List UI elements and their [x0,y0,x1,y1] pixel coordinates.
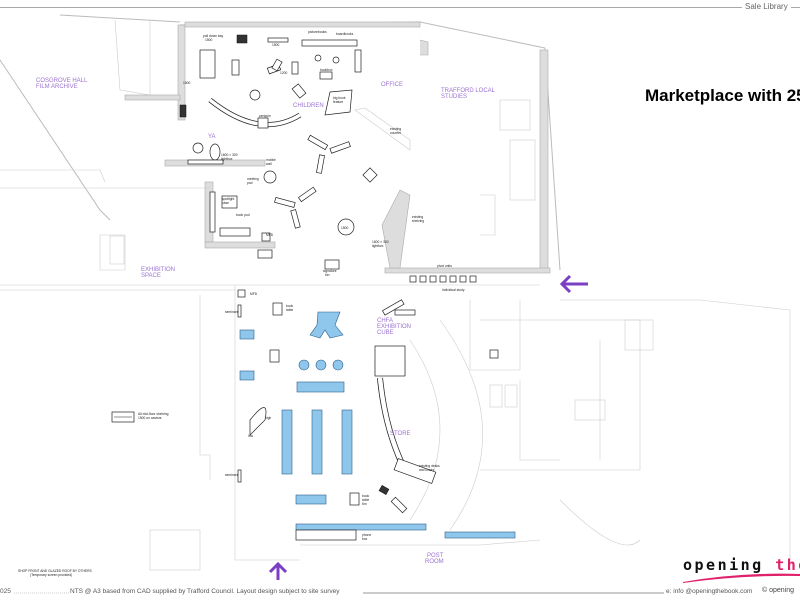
marketplace-desks [239,311,516,541]
logo-swoosh [683,573,800,583]
plan-title: Marketplace with 25 st [645,86,800,105]
footer-email[interactable]: e: info @openingthebook.com [666,588,753,595]
footer-note: NTS @ A3 based from CAD supplied by Traf… [70,588,340,595]
svg-text:MFD: MFD [250,292,258,296]
room-office: OFFICE [381,82,403,88]
footer-copyright: © opening [762,587,795,594]
svg-text:1500: 1500 [272,43,280,47]
svg-text:MFD: MFD [266,233,274,237]
arrow-up-icon [268,561,288,580]
site-name: Sale Library [742,2,791,11]
svg-text:1500: 1500 [341,226,349,230]
svg-text:bookbox: bookbox [320,68,333,72]
svg-text:seminare: seminare [225,310,239,314]
svg-text:picturebooks: picturebooks [308,30,327,34]
building-walls [0,14,791,571]
svg-text:boardbooks: boardbooks [336,32,354,36]
svg-text:seminare: seminare [225,473,239,477]
svg-text:1200: 1200 [280,71,288,75]
svg-text:individual study: individual study [442,288,465,292]
svg-text:penguin: penguin [259,114,271,118]
svg-text:SHOP FRONT AND GLAZED ROOF BY: SHOP FRONT AND GLAZED ROOF BY OTHERS(Tem… [18,569,92,577]
room-store: STORE [390,431,411,437]
svg-text:pivot units: pivot units [437,264,452,268]
room-ya: YA [208,134,216,140]
svg-text:1500: 1500 [183,81,191,85]
svg-text:book pod: book pod [236,213,250,217]
children-furniture [179,34,411,165]
mid-furniture [209,134,477,316]
opening-the-book-logo: opening the b [683,556,800,574]
svg-text:high: high [265,416,271,420]
room-children: CHILDREN [293,103,324,109]
arrow-left-icon [559,274,588,294]
header-rule [0,7,800,8]
marketplace-other [109,235,499,514]
footer-date: 025 [0,588,11,595]
svg-text:low: low [248,434,254,438]
